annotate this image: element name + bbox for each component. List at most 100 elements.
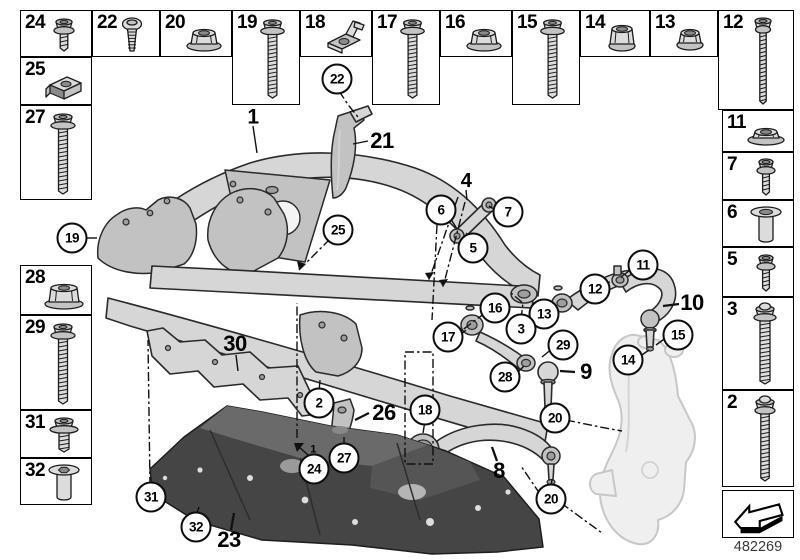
- callout-28[interactable]: 28: [489, 361, 521, 393]
- parts-box-label: 7: [727, 154, 738, 175]
- parts-box-label: 11: [727, 112, 746, 133]
- callout-19[interactable]: 19: [56, 222, 88, 254]
- callout-25[interactable]: 25: [322, 214, 354, 246]
- parts-box-22[interactable]: 22: [92, 10, 160, 57]
- part-label-1: 1: [247, 105, 259, 129]
- parts-box-12[interactable]: 12: [718, 10, 794, 110]
- cage-nut-icon: [23, 60, 89, 102]
- parts-box-label: 19: [237, 12, 258, 33]
- direction-arrow-icon: [733, 503, 784, 534]
- parts-box-label: 2: [727, 392, 738, 413]
- direction-arrow-box[interactable]: [722, 490, 794, 538]
- callout-29[interactable]: 29: [547, 329, 579, 361]
- flange-nut-flat-icon: [725, 113, 791, 149]
- parts-box-24[interactable]: 24: [20, 10, 92, 57]
- parts-box-label: 20: [165, 12, 186, 33]
- collar-nut-tall-icon: [583, 13, 647, 54]
- parts-box-32[interactable]: 32: [20, 458, 92, 505]
- callout-5[interactable]: 5: [457, 232, 489, 264]
- parts-box-7[interactable]: 7: [722, 152, 794, 200]
- callout-16[interactable]: 16: [479, 292, 511, 324]
- parts-box-label: 12: [723, 12, 744, 33]
- callout-31[interactable]: 31: [135, 481, 167, 513]
- parts-box-6[interactable]: 6: [722, 200, 794, 247]
- parts-box-16[interactable]: 16: [440, 10, 512, 57]
- parts-box-label: 31: [25, 412, 46, 433]
- parts-box-29[interactable]: 29: [20, 315, 92, 410]
- sleeve-nut-icon: [23, 461, 89, 502]
- parts-box-27[interactable]: 27: [20, 105, 92, 200]
- parts-box-11[interactable]: 11: [722, 110, 794, 152]
- part-label-4: 4: [460, 170, 472, 192]
- callout-12[interactable]: 12: [579, 273, 611, 305]
- flange-bolt-short-icon: [23, 413, 89, 455]
- part-label-26: 26: [372, 400, 396, 425]
- callout-20[interactable]: 20: [539, 402, 571, 434]
- parts-box-label: 25: [25, 59, 46, 80]
- parts-box-label: 13: [655, 12, 676, 33]
- part-label-23: 23: [217, 527, 241, 552]
- callout-24[interactable]: 24: [298, 453, 330, 485]
- parts-box-31[interactable]: 31: [20, 410, 92, 458]
- parts-box-28[interactable]: 28: [20, 265, 92, 315]
- part-label-21: 21: [370, 128, 394, 153]
- callout-3[interactable]: 3: [505, 313, 537, 345]
- hex-bolt-long-icon: [23, 108, 89, 197]
- underbody-shield-drawing: [149, 405, 544, 555]
- collar-nut-icon: [653, 13, 715, 54]
- parts-box-17[interactable]: 17: [372, 10, 440, 105]
- parts-box-19[interactable]: 19: [232, 10, 300, 105]
- flange-nut-icon: [443, 13, 509, 54]
- callout-32[interactable]: 32: [180, 511, 212, 543]
- flange-nut-icon: [163, 13, 229, 54]
- parts-box-label: 27: [25, 107, 46, 128]
- parts-box-label: 16: [445, 12, 466, 33]
- parts-box-label: 3: [727, 299, 738, 320]
- callout-14[interactable]: 14: [612, 344, 644, 376]
- callout-18[interactable]: 18: [409, 394, 441, 426]
- parts-box-label: 32: [25, 460, 46, 481]
- parts-box-13[interactable]: 13: [650, 10, 718, 57]
- callout-22[interactable]: 22: [321, 63, 353, 95]
- steering-knuckle-drawing: [589, 334, 696, 546]
- washer-bolt-icon: [23, 13, 89, 54]
- callout-7[interactable]: 7: [492, 196, 524, 228]
- callout-6[interactable]: 6: [425, 194, 457, 226]
- parts-box-14[interactable]: 14: [580, 10, 650, 57]
- clamp-clip-icon: [303, 13, 369, 54]
- hex-bolt-long-icon: [235, 13, 297, 102]
- parts-box-label: 28: [25, 267, 46, 288]
- hex-bolt-long-thin-icon: [721, 13, 791, 107]
- callout-15[interactable]: 15: [662, 319, 694, 351]
- part-label-30: 30: [223, 331, 247, 356]
- parts-box-25[interactable]: 25: [20, 57, 92, 105]
- bushing-sleeve-icon: [725, 203, 791, 244]
- parts-box-label: 5: [727, 249, 738, 270]
- callout-27[interactable]: 27: [328, 442, 360, 474]
- bracket-21-drawing: [330, 105, 373, 199]
- parts-box-label: 24: [25, 12, 46, 33]
- hex-bolt-long-icon: [375, 13, 437, 102]
- callout-17[interactable]: 17: [432, 321, 464, 353]
- dome-bolt-icon: [725, 300, 791, 387]
- parts-box-label: 18: [305, 12, 326, 33]
- hex-bolt-small-icon: [725, 250, 791, 294]
- callout-11[interactable]: 11: [627, 249, 659, 281]
- callout-20[interactable]: 20: [535, 483, 567, 515]
- subframe-drawing: [96, 152, 549, 443]
- part-label-10: 10: [680, 290, 704, 315]
- parts-box-20[interactable]: 20: [160, 10, 232, 57]
- parts-box-label: 15: [517, 12, 538, 33]
- hex-bolt-long-icon: [515, 13, 577, 102]
- part-label-9: 9: [580, 359, 592, 384]
- parts-box-label: 14: [585, 12, 606, 33]
- parts-box-label: 6: [727, 202, 738, 223]
- parts-box-2[interactable]: 2: [722, 390, 794, 487]
- parts-box-5[interactable]: 5: [722, 247, 794, 297]
- parts-box-15[interactable]: 15: [512, 10, 580, 105]
- parts-box-18[interactable]: 18: [300, 10, 372, 57]
- parts-box-3[interactable]: 3: [722, 297, 794, 390]
- callout-2[interactable]: 2: [303, 387, 335, 419]
